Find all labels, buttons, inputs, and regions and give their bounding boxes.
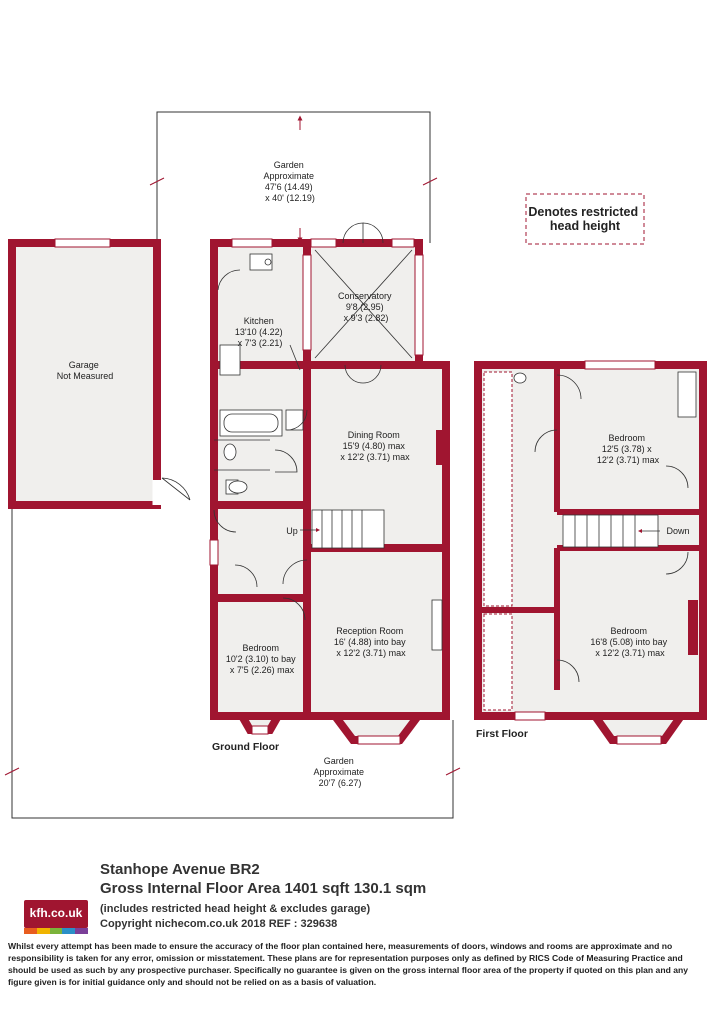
- fireplace-reception: [431, 599, 443, 651]
- address-title: Stanhope Avenue BR2: [100, 861, 260, 878]
- bathroom-fittings: [214, 409, 304, 495]
- kitchen-label: Kitchen 13'10 (4.22) x 7'3 (2.21): [235, 316, 285, 348]
- conservatory-label: Conservatory 9'8 (2.95) x 9'3 (2.82): [338, 291, 394, 323]
- stairs-down-label: Down: [666, 526, 689, 536]
- logo-color-bar: [24, 928, 88, 934]
- kfh-logo: kfh.co.uk: [24, 900, 88, 928]
- garage-label: Garage Not Measured: [57, 360, 114, 381]
- fireplace-dining: [436, 430, 446, 465]
- first-floor-stairs: [513, 371, 697, 683]
- chimney-breast-first: [688, 600, 698, 655]
- logo-stripe: [36, 928, 50, 934]
- first-floor-internal-walls: [478, 365, 703, 690]
- floor-plan-drawing: Garden Approximate 47'6 (14.49) x 40' (1…: [4, 111, 707, 819]
- side-door-swing: [161, 477, 191, 501]
- ground-internal-doors: [213, 409, 308, 621]
- restricted-areas: [483, 371, 513, 711]
- ground-bedroom-label: Bedroom 10'2 (3.10) to bay x 7'5 (2.26) …: [226, 643, 298, 675]
- reception-room-label: Reception Room 16' (4.88) into bay x 12'…: [334, 626, 408, 658]
- logo-text: kfh.co.uk: [29, 906, 83, 920]
- conservatory-details: [314, 222, 413, 384]
- disclaimer-text: Whilst every attempt has been made to en…: [8, 941, 689, 987]
- property-info: Stanhope Avenue BR2 Gross Internal Floor…: [100, 860, 700, 930]
- first-rear-bedroom-label: Bedroom 12'5 (3.78) x 12'2 (3.71) max: [597, 433, 660, 465]
- first-floor-bay: [587, 712, 689, 744]
- garage: [8, 238, 162, 509]
- rear-garden-label: Garden Approximate 47'6 (14.49) x 40' (1…: [263, 160, 316, 203]
- ground-floor-label: Ground Floor: [212, 741, 279, 753]
- first-front-bedroom-label: Bedroom 16'8 (5.08) into bay x 12'2 (3.7…: [590, 626, 669, 658]
- stairs-up-label: Up: [286, 526, 298, 536]
- front-garden-label: Garden Approximate 20'7 (6.27): [313, 756, 366, 788]
- floor-area-note: (includes restricted head height & exclu…: [100, 903, 371, 915]
- copyright-line: Copyright nichecom.co.uk 2018 REF : 3296…: [100, 918, 338, 930]
- logo-stripe: [75, 928, 88, 934]
- ground-floor-windows: [209, 238, 424, 745]
- logo-stripe: [24, 928, 37, 934]
- garden-dimension-arrows: [4, 115, 461, 776]
- dining-room-label: Dining Room 15'9 (4.80) max x 12'2 (3.71…: [340, 430, 410, 462]
- ground-stairs: [300, 509, 385, 549]
- first-floor-windows: [514, 360, 662, 745]
- restricted-head-height-key: [525, 193, 645, 245]
- floor-area-title: Gross Internal Floor Area 1401 sqft 130.…: [100, 880, 427, 897]
- restricted-key-label: Denotes restricted head height: [528, 205, 641, 233]
- first-floor-label: First Floor: [476, 728, 528, 740]
- rear-garden-outline: [156, 111, 431, 243]
- kitchen-fittings: [217, 253, 301, 376]
- logo-stripe: [62, 928, 76, 934]
- logo-stripe: [49, 928, 63, 934]
